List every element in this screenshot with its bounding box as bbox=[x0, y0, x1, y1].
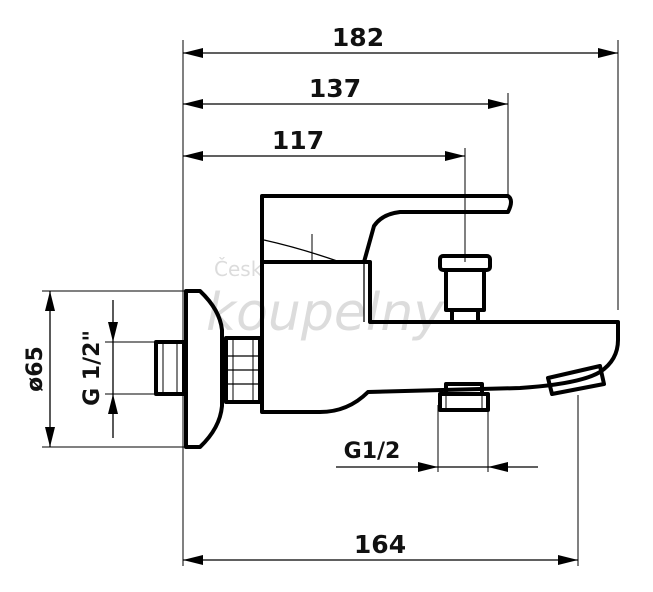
mixer-body bbox=[260, 260, 620, 414]
dimension-label-rosette-diameter: ø65 bbox=[23, 346, 48, 392]
dimension-label-inlet-thread: G 1/2" bbox=[80, 330, 105, 406]
dimension-label-lever-axis: 117 bbox=[272, 126, 324, 155]
union-nut bbox=[224, 336, 262, 404]
inlet-connector bbox=[154, 340, 186, 396]
dimension-inlet-thread: G 1/2" bbox=[80, 300, 160, 438]
dimension-lever-axis: 117 bbox=[183, 126, 465, 161]
watermark: Česk koupelny bbox=[206, 257, 445, 343]
extension-lines bbox=[182, 40, 619, 566]
diverter-knob bbox=[438, 254, 492, 324]
wall-rosette bbox=[184, 289, 224, 449]
dimension-rosette-diameter: ø65 bbox=[23, 290, 196, 448]
dimension-label-overall-width: 182 bbox=[332, 23, 384, 52]
spout-nozzle bbox=[546, 364, 606, 396]
dimension-label-lever-end: 137 bbox=[309, 74, 361, 103]
dimension-overall-width: 182 bbox=[183, 23, 618, 58]
dimension-label-spout-length: 164 bbox=[354, 530, 406, 559]
dimension-spout-length: 164 bbox=[183, 530, 578, 565]
dimension-label-outlet-thread: G1/2 bbox=[344, 439, 401, 464]
outlet-connector bbox=[438, 382, 490, 412]
dimension-outlet-thread: G1/2 bbox=[336, 439, 538, 472]
lever-handle bbox=[260, 194, 513, 264]
dimension-lever-end: 137 bbox=[183, 74, 508, 109]
watermark-line1: Česk bbox=[214, 257, 263, 281]
watermark-line2: koupelny bbox=[206, 283, 445, 343]
